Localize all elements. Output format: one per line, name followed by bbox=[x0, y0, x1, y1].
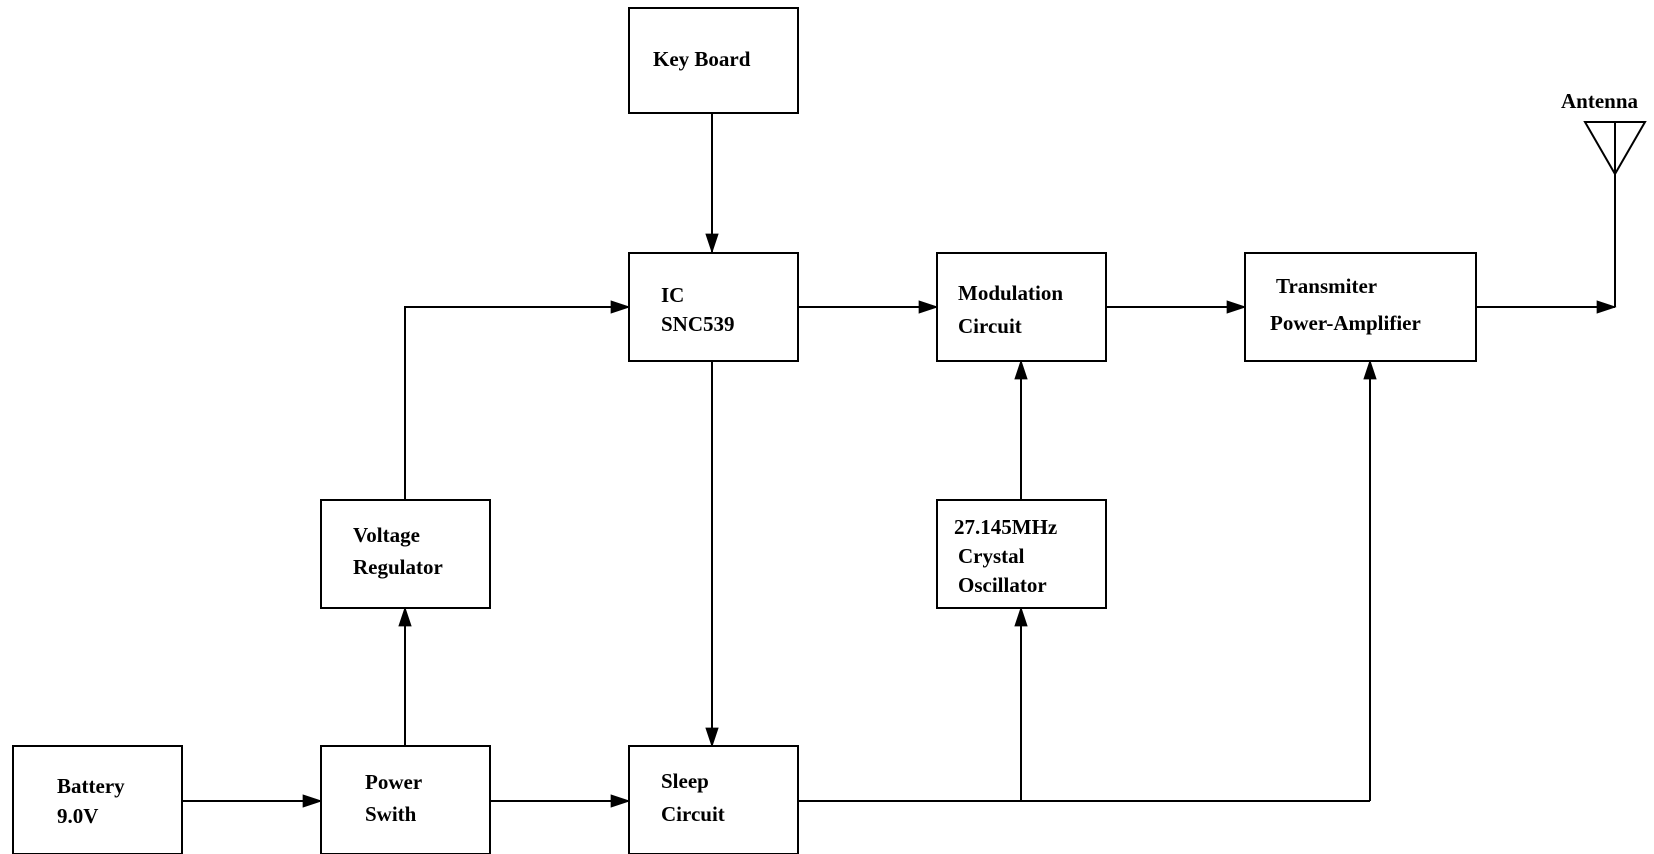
block-sleep-circuit: Sleep Circuit bbox=[628, 745, 799, 854]
block-modulation-label-line1: Modulation bbox=[958, 281, 1063, 305]
block-ic: IC SNC539 bbox=[628, 252, 799, 362]
block-crystal-oscillator: 27.145MHz Crystal Oscillator bbox=[936, 499, 1107, 609]
block-crystal-label-line2: Crystal bbox=[958, 544, 1025, 568]
block-voltage-regulator-label-line2: Regulator bbox=[353, 555, 443, 579]
block-voltage-regulator-label-line1: Voltage bbox=[353, 523, 420, 547]
block-voltage-regulator: Voltage Regulator bbox=[320, 499, 491, 609]
block-transmitter-label-line1: Transmiter bbox=[1276, 274, 1377, 298]
block-power-switch-label-line1: Power bbox=[365, 770, 422, 794]
block-ic-label-line2: SNC539 bbox=[661, 312, 735, 336]
wire-regulator-to-ic bbox=[404, 300, 631, 500]
antenna-label: Antenna bbox=[1561, 89, 1639, 113]
block-sleep-label-line1: Sleep bbox=[661, 769, 709, 793]
block-battery: Battery 9.0V bbox=[12, 745, 183, 854]
block-modulation: Modulation Circuit bbox=[936, 252, 1107, 362]
block-battery-label-line2: 9.0V bbox=[57, 804, 98, 828]
block-crystal-label-line1: 27.145MHz bbox=[954, 515, 1057, 539]
block-crystal-label-line3: Oscillator bbox=[958, 573, 1047, 597]
block-keyboard: Key Board bbox=[628, 7, 799, 114]
block-modulation-label-line2: Circuit bbox=[958, 314, 1022, 338]
block-ic-label-line1: IC bbox=[661, 283, 684, 307]
block-power-switch-label-line2: Swith bbox=[365, 802, 417, 826]
block-transmitter: Transmiter Power-Amplifier bbox=[1244, 252, 1477, 362]
connections bbox=[182, 113, 1617, 808]
block-sleep-label-line2: Circuit bbox=[661, 802, 725, 826]
block-battery-label-line1: Battery bbox=[57, 774, 125, 798]
antenna-icon bbox=[1583, 121, 1647, 177]
block-transmitter-label-line2: Power-Amplifier bbox=[1270, 311, 1421, 335]
block-keyboard-label: Key Board bbox=[653, 47, 751, 71]
block-power-switch: Power Swith bbox=[320, 745, 491, 854]
